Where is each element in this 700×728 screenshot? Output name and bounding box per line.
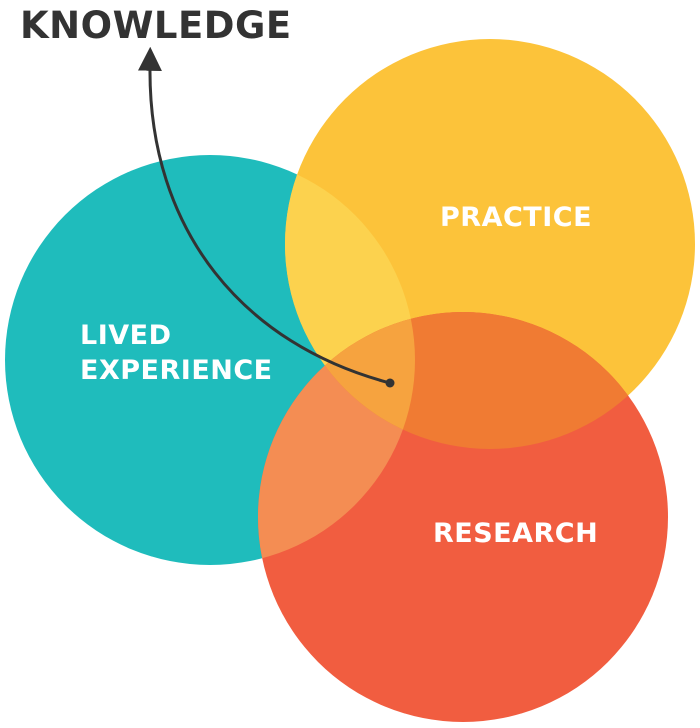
knowledge-arrow <box>137 46 391 385</box>
research-label: RESEARCH <box>433 518 598 549</box>
practice-label: PRACTICE <box>440 202 592 233</box>
lived-experience-label: LIVED EXPERIENCE <box>80 320 273 386</box>
knowledge-title: KNOWLEDGE <box>20 4 292 47</box>
overlap-lived-experience-research <box>258 312 415 565</box>
lived-experience-label-line-1: LIVED <box>80 320 172 351</box>
arrow-origin-dot <box>385 378 395 388</box>
lived-experience-label-line-2: EXPERIENCE <box>80 355 273 386</box>
